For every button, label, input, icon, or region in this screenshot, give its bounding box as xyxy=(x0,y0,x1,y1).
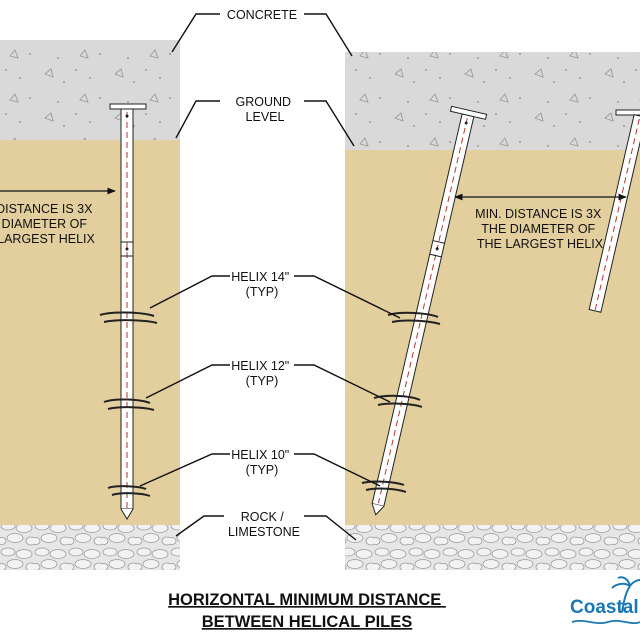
right-helix-12 xyxy=(373,394,423,408)
company-logo: Coastal xyxy=(570,576,640,625)
right-rock-layer xyxy=(345,525,640,570)
helix-12-label: HELIX 12" (TYP) xyxy=(231,359,292,388)
logo-text: Coastal xyxy=(570,597,639,618)
left-distance-note: DISTANCE IS 3X DIAMETER OF LARGEST HELIX xyxy=(0,202,96,246)
right-helix-10 xyxy=(361,480,407,493)
ground-level-label: GROUND LEVEL xyxy=(235,95,294,124)
logo-wave xyxy=(571,619,640,625)
right-distance-note: MIN. DISTANCE IS 3X THE DIAMETER OF THE … xyxy=(475,207,605,251)
helix-10-label: HELIX 10" (TYP) xyxy=(231,448,292,477)
rock-limestone-label: ROCK / LIMESTONE xyxy=(228,510,300,539)
left-rock-layer xyxy=(0,525,180,570)
third-helical-pile-partial xyxy=(588,109,640,313)
callout-leaders xyxy=(139,13,401,541)
concrete-label: CONCRETE xyxy=(227,8,297,22)
left-soil-layer xyxy=(0,140,180,525)
right-concrete-layer xyxy=(345,52,640,150)
diagram-title: HORIZONTAL MINIMUM DISTANCE BETWEEN HELI… xyxy=(168,591,446,631)
left-helix-14 xyxy=(99,311,158,324)
left-helical-pile xyxy=(99,103,158,520)
left-helix-10 xyxy=(107,485,151,497)
left-concrete-layer xyxy=(0,40,180,140)
helix-14-label: HELIX 14" (TYP) xyxy=(231,270,292,299)
right-helical-pile xyxy=(361,105,488,516)
left-ground-block xyxy=(0,40,180,570)
left-helix-12 xyxy=(103,398,155,411)
